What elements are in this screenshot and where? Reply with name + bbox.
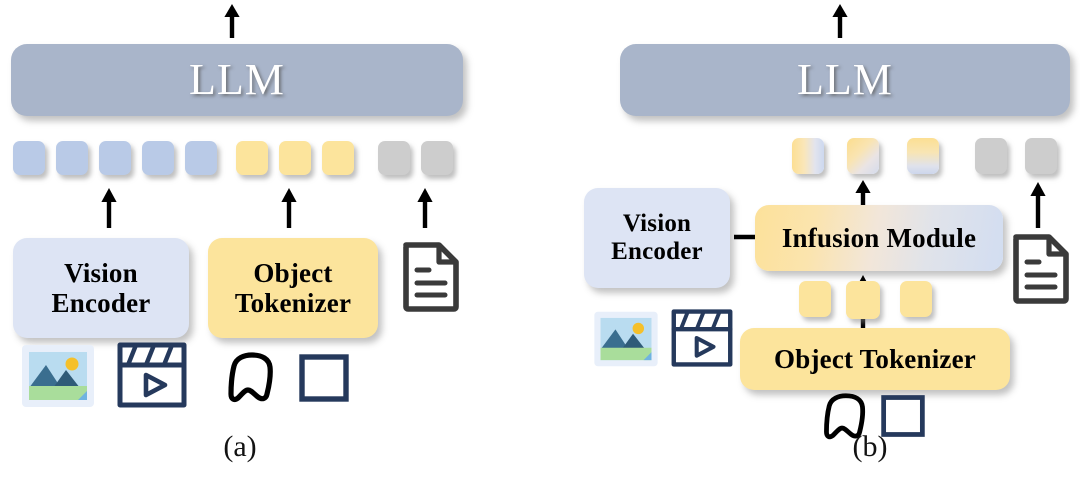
image-icon [20,343,96,409]
token-vision-4 [142,141,174,175]
panel-a-caption: (a) [223,430,257,463]
mask-icon [222,352,278,404]
vision-encoder-block-b: Vision Encoder [584,188,730,288]
llm-output-arrow [222,4,242,38]
vision-encoder-block-a: Vision Encoder [13,238,189,338]
token-vision-3 [99,141,131,175]
token-infused-3 [907,138,939,174]
token-vision-1 [13,141,45,175]
document-icon [400,240,462,312]
llm-output-arrow-b [830,4,850,38]
llm-label-b: LLM [797,55,893,105]
bbox-icon-b [880,394,926,438]
infusion-module-label: Infusion Module [781,222,977,253]
token-text-2 [421,141,453,175]
infusion-module-block: Infusion Module [755,205,1003,271]
llm-block-a: LLM [11,44,463,116]
bbox-icon [298,353,350,403]
token-vision-5 [185,141,217,175]
object-tokenizer-label: Object Tokenizer [234,257,352,318]
document-to-tokens-arrow [415,188,435,228]
token-object-3-b [900,281,932,317]
token-text-2-b [1025,138,1057,174]
llm-label: LLM [189,55,285,105]
object-tokenizer-to-tokens-arrow [279,188,299,228]
image-icon-b [592,310,660,368]
object-tokenizer-block-a: Object Tokenizer [208,238,378,338]
document-icon-b [1010,232,1072,304]
token-object-1-b [799,281,831,317]
panel-a: LLM Vision Encoder Object Tokenizer [11,4,463,463]
video-icon-b [670,308,734,368]
object-tokenizer-label-b: Object Tokenizer [774,343,976,374]
panel-b: LLM Vision Encoder Infusion Module [540,0,1080,484]
token-text-1 [378,141,410,175]
vision-encoder-label-b: Vision Encoder [611,210,703,265]
token-infused-2 [847,138,879,174]
token-object-1 [236,141,268,175]
panel-b-caption: (b) [852,430,888,463]
llm-block-b: LLM [620,44,1070,116]
token-infused-1 [792,138,824,174]
document-to-tokens-arrow-b [1028,182,1048,228]
object-tokenizer-block-b: Object Tokenizer [740,328,1010,390]
vision-encoder-label: Vision Encoder [51,257,151,318]
token-vision-2 [56,141,88,175]
mask-icon-b [818,393,870,441]
token-text-1-b [975,138,1007,174]
video-icon [116,341,188,409]
token-object-3 [322,141,354,175]
vision-encoder-to-tokens-arrow [99,188,119,228]
token-object-2 [279,141,311,175]
token-object-2-b [846,281,880,319]
